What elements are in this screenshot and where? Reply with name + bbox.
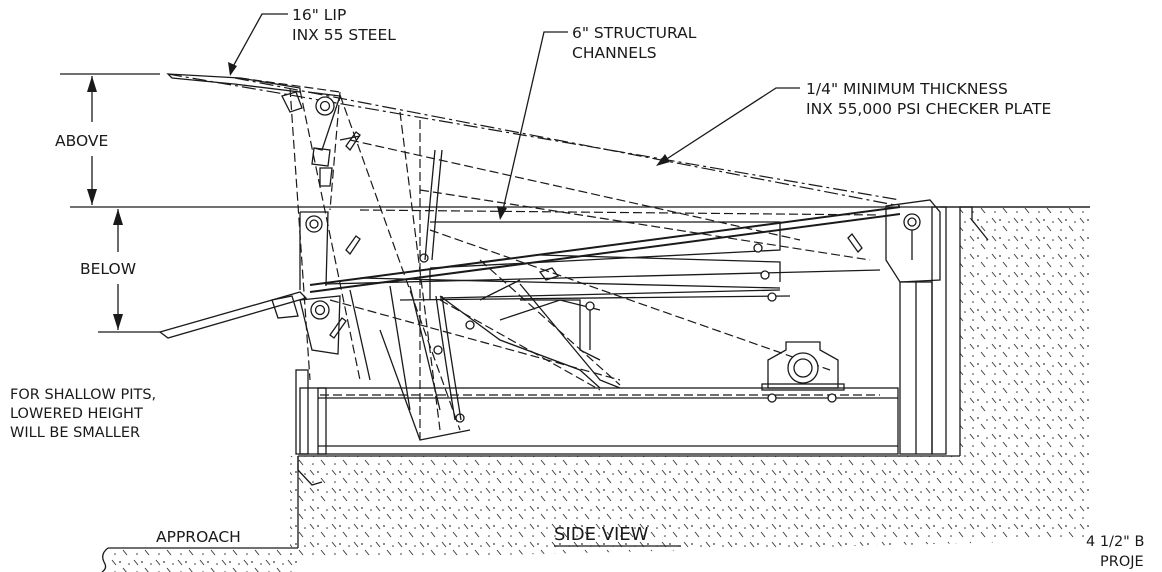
bumper-note-line2: PROJE	[1100, 554, 1144, 570]
shallow-pit-note-line3: WILL BE SMALLER	[10, 425, 140, 441]
shallow-pit-note-line1: FOR SHALLOW PITS,	[10, 387, 156, 403]
lip-raised	[166, 73, 341, 187]
soil-approach	[108, 548, 298, 572]
lip-callout-line2: INX 55 STEEL	[292, 26, 396, 44]
deck-raised-position	[167, 73, 901, 440]
soil-under-pit	[298, 456, 1090, 560]
dimension-above-label: ABOVE	[55, 132, 108, 150]
shallow-pit-note-line2: LOWERED HEIGHT	[10, 406, 143, 422]
hydraulic-unit	[761, 341, 845, 403]
dimension-below-label: BELOW	[80, 260, 136, 278]
plate-callout-line1: 1/4" MINIMUM THICKNESS	[806, 80, 1008, 98]
height-dimension: ABOVE BELOW	[55, 73, 160, 333]
callout-labels: 16" LIP INX 55 STEEL 6" STRUCTURAL CHANN…	[10, 6, 1144, 570]
channels-callout-line1: 6" STRUCTURAL	[572, 24, 697, 42]
approach-label: APPROACH	[156, 528, 241, 546]
plate-callout-line2: INX 55,000 PSI CHECKER PLATE	[806, 100, 1051, 118]
deck-lowered-position	[309, 131, 901, 441]
lip-lowered	[158, 211, 341, 355]
side-view-title: SIDE VIEW	[554, 524, 649, 545]
ground-section	[70, 206, 1090, 572]
channels-callout-line2: CHANNELS	[572, 44, 657, 62]
soil-right	[960, 207, 1090, 500]
bumper-note-line1: 4 1/2" B	[1086, 534, 1144, 550]
leader-lines	[228, 13, 800, 220]
lip-callout-line1: 16" LIP	[292, 6, 346, 24]
pit-frame	[295, 206, 947, 455]
rear-hinge	[885, 199, 941, 283]
